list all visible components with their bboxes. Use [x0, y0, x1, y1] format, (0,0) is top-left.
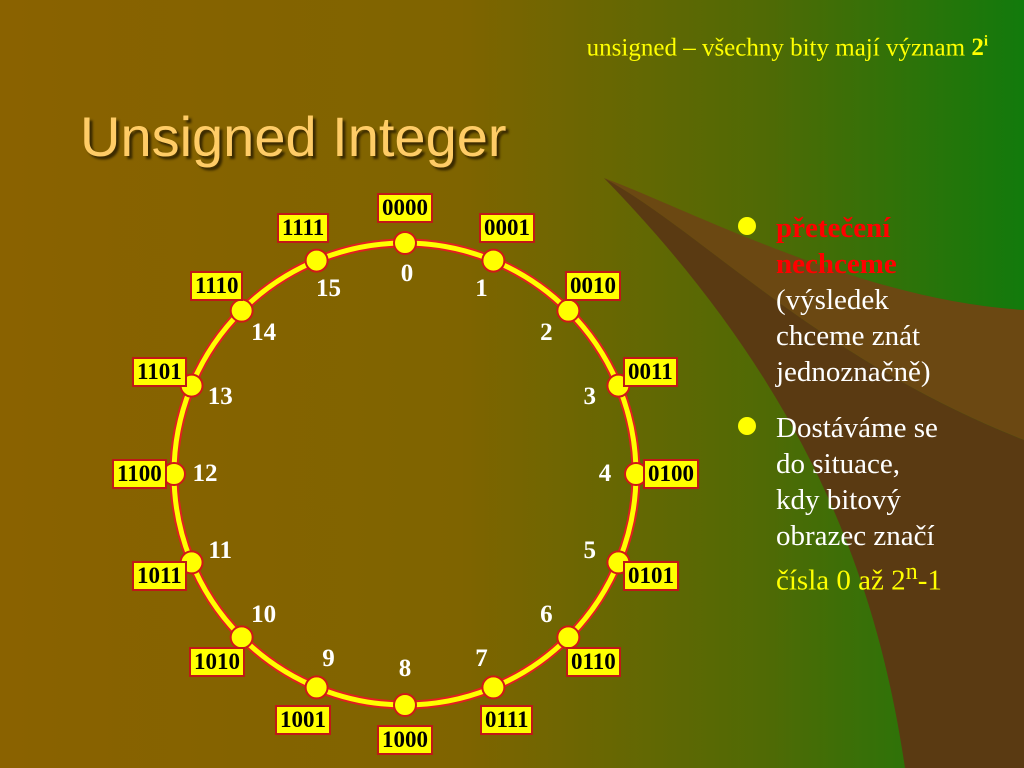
wheel-number-1: 1 [475, 275, 488, 303]
range-exponent: n [905, 558, 918, 585]
bullet-text: do situace, [776, 448, 901, 480]
wheel-code-0000: 0000 [377, 193, 433, 223]
wheel-code-1101: 1101 [132, 357, 187, 387]
slide-title: Unsigned Integer [80, 105, 507, 168]
wheel-number-4: 4 [598, 460, 612, 487]
bullet-text: kdy bitový [776, 484, 901, 516]
bullet-item-overflow: přetečení nechceme (výsledek chceme znát… [738, 210, 1008, 390]
wheel-node-14 [229, 298, 254, 323]
wheel-node-2 [556, 298, 581, 323]
wheel-code-0101: 0101 [623, 561, 679, 591]
slide-subtitle: unsigned – všechny bity mají význam 2i [587, 34, 988, 62]
wheel-number-14: 14 [251, 318, 277, 346]
wheel-code-0100: 0100 [643, 459, 699, 489]
wheel-number-15: 15 [315, 275, 341, 303]
wheel-code-0011: 0011 [623, 357, 678, 387]
wheel-node-9 [304, 675, 329, 700]
wheel-code-1100: 1100 [112, 459, 167, 489]
bullet-dot-icon [738, 217, 756, 235]
bullet-text: nechceme [776, 248, 897, 280]
wheel-number-6: 6 [540, 601, 553, 629]
wheel-code-1001: 1001 [275, 705, 331, 735]
wheel-node-15 [304, 248, 329, 273]
wheel-number-2: 2 [540, 318, 553, 346]
wheel-number-0: 0 [400, 260, 414, 287]
bullet-text: obrazec značí [776, 520, 935, 552]
bullet-text: chceme znát [776, 320, 921, 352]
wheel-node-6 [556, 625, 581, 650]
wheel-code-0110: 0110 [566, 647, 621, 677]
wheel-number-8: 8 [398, 655, 412, 682]
subtitle-text: unsigned – všechny bity mají význam [586, 34, 972, 62]
wheel-node-0 [393, 231, 417, 255]
bullet-text-range: čísla 0 až 2n-1 [776, 554, 1008, 599]
wheel-code-1000: 1000 [377, 725, 433, 755]
wheel-code-0010: 0010 [565, 271, 621, 301]
wheel-number-5: 5 [583, 536, 597, 564]
wheel-number-9: 9 [322, 644, 335, 672]
bullet-text: (výsledek [776, 284, 889, 316]
wheel-code-1010: 1010 [189, 647, 245, 677]
wheel-code-0001: 0001 [479, 213, 535, 243]
wheel-number-3: 3 [583, 383, 597, 411]
wheel-number-10: 10 [251, 601, 277, 629]
bullet-text: Dostáváme se [776, 412, 938, 444]
bullet-text: jednoznačně) [776, 356, 931, 388]
wheel-node-7 [481, 675, 506, 700]
wheel-node-1 [481, 248, 506, 273]
wheel-node-10 [229, 625, 254, 650]
bullet-list: přetečení nechceme (výsledek chceme znát… [738, 210, 1008, 619]
wheel-number-12: 12 [192, 460, 218, 487]
wheel-code-1111: 1111 [277, 213, 330, 243]
wheel-code-0111: 0111 [480, 705, 534, 735]
bullet-item-situation: Dostáváme se do situace, kdy bitový obra… [738, 410, 1008, 599]
bullet-text: přetečení [776, 212, 891, 244]
wheel-node-8 [393, 693, 417, 717]
wheel-number-11: 11 [208, 536, 233, 564]
wheel-number-13: 13 [207, 383, 233, 411]
bullet-dot-icon [738, 417, 756, 435]
wheel-code-1110: 1110 [190, 271, 244, 301]
wheel-code-1011: 1011 [132, 561, 187, 591]
range-tail: -1 [917, 564, 942, 597]
subtitle-exponent: i [983, 34, 988, 50]
wheel-number-7: 7 [475, 644, 488, 672]
subtitle-base: 2 [971, 34, 984, 62]
range-text: čísla 0 až 2 [776, 564, 906, 597]
